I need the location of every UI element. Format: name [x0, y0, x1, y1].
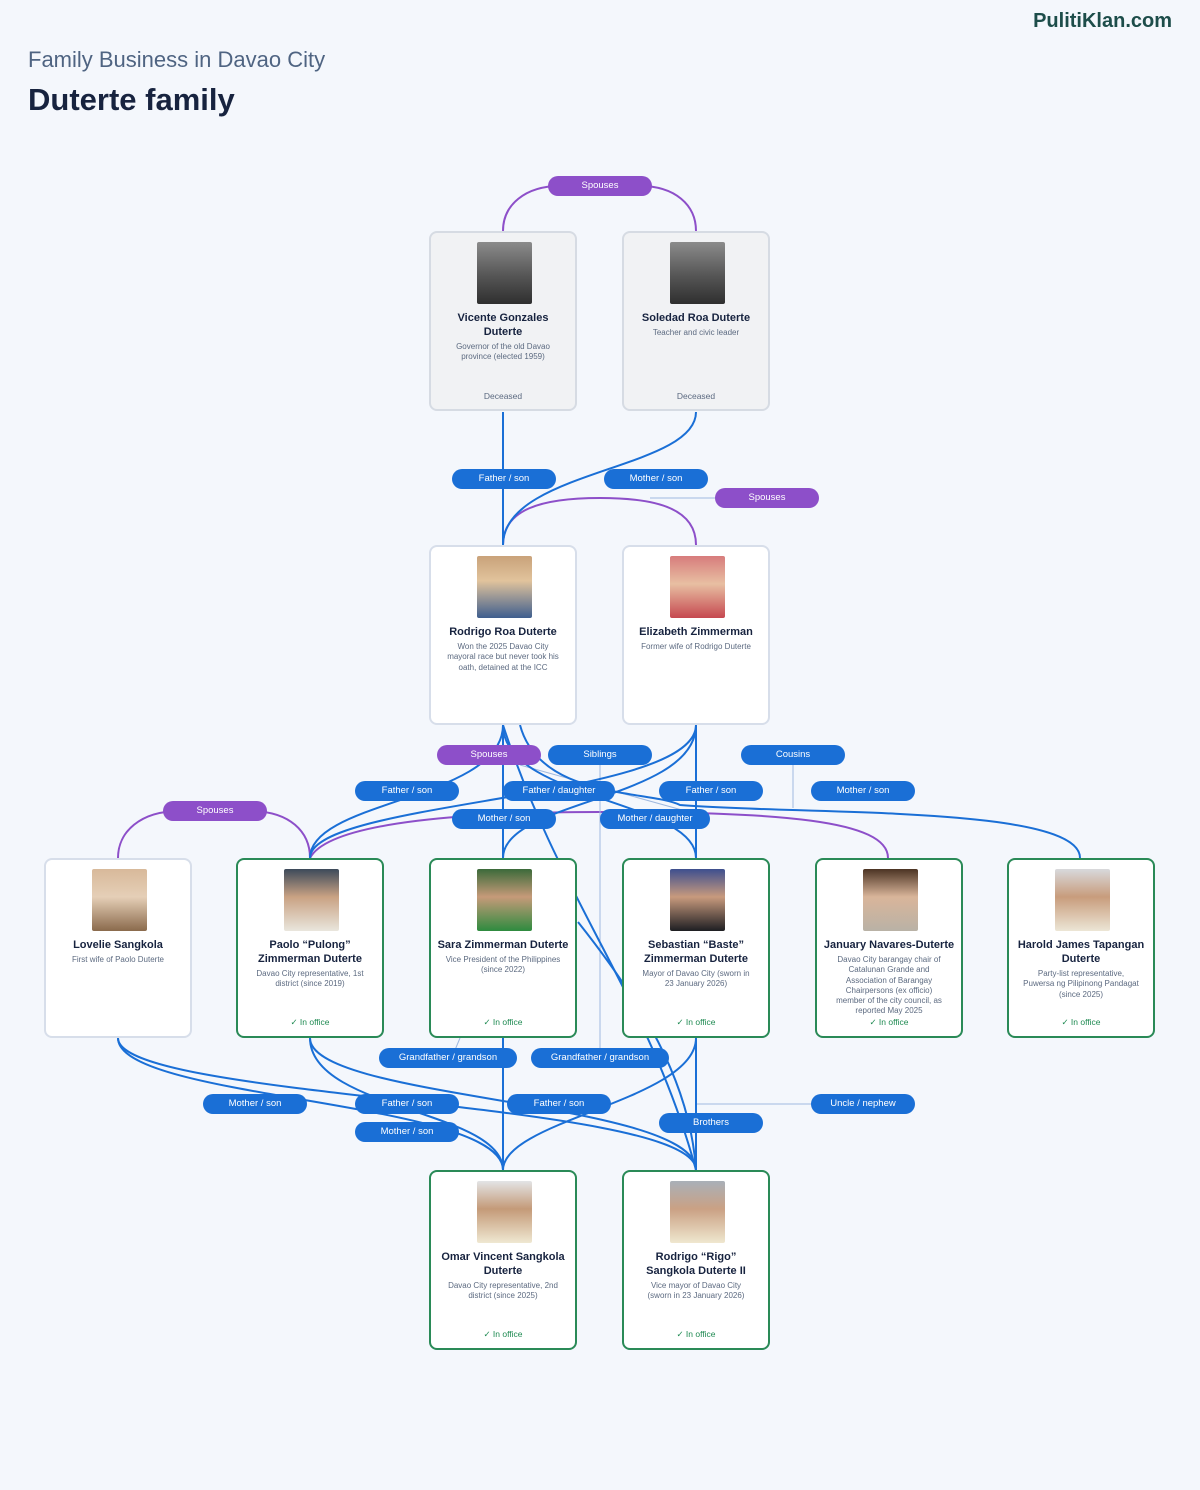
portrait-photo	[670, 869, 725, 931]
person-name: Rodrigo “Rigo” Sangkola Duterte II	[646, 1251, 746, 1277]
portrait-photo	[477, 242, 532, 304]
person-name: Lovelie Sangkola	[73, 939, 163, 951]
person-card-sebastian[interactable]: Sebastian “Baste” Zimmerman Duterte Mayo…	[622, 858, 770, 1038]
relation-pill-father-son: Father / son	[659, 781, 763, 801]
status-label: ✓ In office	[1061, 1017, 1101, 1027]
person-card-rigo[interactable]: Rodrigo “Rigo” Sangkola Duterte II Vice …	[622, 1170, 770, 1350]
relation-pill-grandfather-grandson: Grandfather / grandson	[379, 1048, 517, 1068]
status-label: ✓ In office	[290, 1017, 330, 1027]
relation-pill-mother-daughter: Mother / daughter	[600, 809, 710, 829]
person-name: January Navares-Duterte	[823, 939, 955, 951]
portrait-photo	[863, 869, 918, 931]
relation-pill-mother-son: Mother / son	[203, 1094, 307, 1114]
portrait-photo	[477, 556, 532, 618]
relation-pill-mother-son: Mother / son	[811, 781, 915, 801]
person-description: Davao City representative, 1st district …	[256, 969, 364, 989]
relation-pill-mother-son: Mother / son	[604, 469, 708, 489]
person-description: First wife of Paolo Duterte	[71, 955, 165, 964]
portrait-photo	[670, 242, 725, 304]
person-name: Rodrigo Roa Duterte	[449, 626, 557, 638]
portrait-photo	[670, 556, 725, 618]
relation-pill-grandfather-grandson: Grandfather / grandson	[531, 1048, 669, 1068]
person-description: Davao City representative, 2nd district …	[448, 1281, 558, 1301]
person-card-sara[interactable]: Sara Zimmerman Duterte Vice President of…	[429, 858, 577, 1038]
status-label: ✓ In office	[483, 1329, 523, 1339]
person-name: Harold James Tapangan Duterte	[1017, 939, 1145, 965]
person-description: Vice President of the Philippines (since…	[445, 955, 561, 975]
page-title: Duterte family	[28, 82, 235, 117]
relation-pill-father-daughter: Father / daughter	[503, 781, 615, 801]
portrait-photo	[670, 1181, 725, 1243]
person-description: Won the 2025 Davao City mayoral race but…	[447, 642, 559, 672]
person-card-vicente[interactable]: Vicente Gonzales Duterte Governor of the…	[429, 231, 577, 411]
relation-pill-siblings: Siblings	[548, 745, 652, 765]
person-description: Vice mayor of Davao City (sworn in 23 Ja…	[647, 1281, 745, 1301]
portrait-photo	[92, 869, 147, 931]
person-card-paolo[interactable]: Paolo “Pulong” Zimmerman Duterte Davao C…	[236, 858, 384, 1038]
person-description: Former wife of Rodrigo Duterte	[641, 642, 751, 651]
person-card-soledad[interactable]: Soledad Roa Duterte Teacher and civic le…	[622, 231, 770, 411]
status-label: ✓ In office	[676, 1017, 716, 1027]
status-label: ✓ In office	[869, 1017, 909, 1027]
relation-pill-spouses: Spouses	[163, 801, 267, 821]
status-label: ✓ In office	[483, 1017, 523, 1027]
relation-pill-father-son: Father / son	[452, 469, 556, 489]
person-name: Soledad Roa Duterte	[641, 312, 751, 324]
relation-pill-cousins: Cousins	[741, 745, 845, 765]
relation-pill-brothers: Brothers	[659, 1113, 763, 1133]
status-label: ✓ In office	[676, 1329, 716, 1339]
person-name: Omar Vincent Sangkola Duterte	[441, 1251, 565, 1277]
page-subtitle: Family Business in Davao City	[28, 47, 326, 72]
relation-pill-spouses: Spouses	[437, 745, 541, 765]
person-card-january[interactable]: January Navares-Duterte Davao City baran…	[815, 858, 963, 1038]
person-name: Sara Zimmerman Duterte	[437, 939, 569, 951]
person-description: Party-list representative, Puwersa ng Pi…	[1023, 969, 1139, 999]
portrait-photo	[477, 1181, 532, 1243]
person-description: Davao City barangay chair of Catalunan G…	[836, 955, 942, 1016]
relation-pill-father-son: Father / son	[355, 1094, 459, 1114]
portrait-photo	[477, 869, 532, 931]
relation-pill-uncle-nephew: Uncle / nephew	[811, 1094, 915, 1114]
person-card-harold[interactable]: Harold James Tapangan Duterte Party-list…	[1007, 858, 1155, 1038]
person-card-rodrigo[interactable]: Rodrigo Roa Duterte Won the 2025 Davao C…	[429, 545, 577, 725]
person-card-elizabeth[interactable]: Elizabeth Zimmerman Former wife of Rodri…	[622, 545, 770, 725]
person-description: Mayor of Davao City (sworn in 23 January…	[642, 969, 750, 989]
person-name: Vicente Gonzales Duterte	[457, 312, 549, 338]
relation-pill-mother-son: Mother / son	[452, 809, 556, 829]
person-name: Elizabeth Zimmerman	[639, 626, 753, 638]
relation-pill-mother-son: Mother / son	[355, 1122, 459, 1142]
person-name: Sebastian “Baste” Zimmerman Duterte	[644, 939, 748, 965]
relation-pill-spouses: Spouses	[715, 488, 819, 508]
status-label: Deceased	[676, 391, 716, 401]
person-name: Paolo “Pulong” Zimmerman Duterte	[258, 939, 362, 965]
person-description: Governor of the old Davao province (elec…	[456, 342, 550, 362]
relation-pill-spouses: Spouses	[548, 176, 652, 196]
brand-logo[interactable]: PulitiKlan.com	[1033, 10, 1172, 32]
portrait-photo	[284, 869, 339, 931]
status-label: Deceased	[483, 391, 523, 401]
person-card-lovelie[interactable]: Lovelie Sangkola First wife of Paolo Dut…	[44, 858, 192, 1038]
relation-pill-father-son: Father / son	[355, 781, 459, 801]
portrait-photo	[1055, 869, 1110, 931]
person-description: Teacher and civic leader	[652, 328, 740, 337]
person-card-omar[interactable]: Omar Vincent Sangkola Duterte Davao City…	[429, 1170, 577, 1350]
relation-pill-father-son: Father / son	[507, 1094, 611, 1114]
